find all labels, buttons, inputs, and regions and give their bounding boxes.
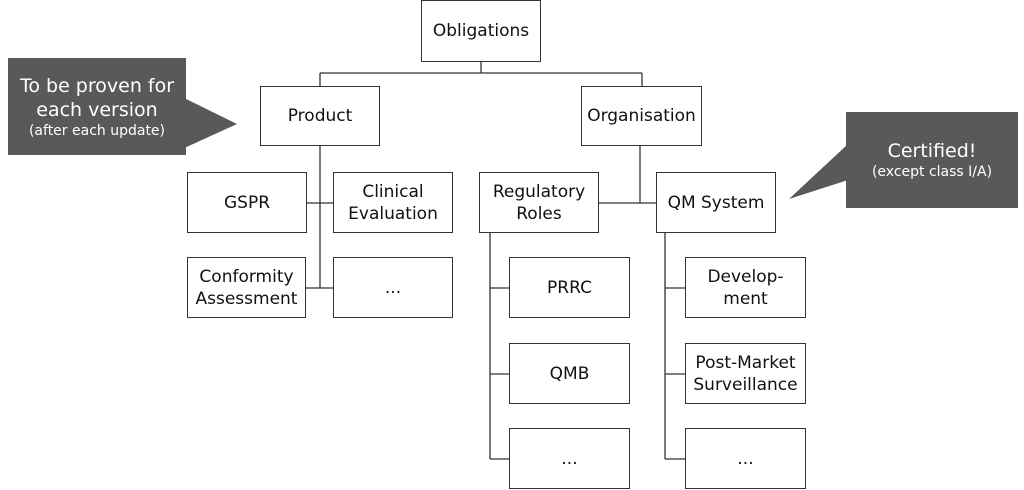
node-product: Product: [260, 86, 380, 146]
node-qm-system: QM System: [656, 172, 776, 233]
node-label-line-1: Clinical: [362, 181, 424, 202]
node-label: ...: [561, 448, 578, 469]
node-label-line-2: Roles: [516, 203, 562, 224]
node-clinical-evaluation: Clinical Evaluation: [333, 172, 453, 233]
product-callout-pointer: [180, 96, 237, 150]
node-development: Develop- ment: [685, 257, 806, 318]
product-callout-line-2: each version: [36, 98, 158, 121]
node-label-line-2: Evaluation: [348, 203, 438, 224]
qm-callout: Certified! (except class I/A): [846, 112, 1018, 208]
node-organisation: Organisation: [581, 86, 702, 146]
node-label: Product: [287, 106, 353, 126]
node-label: PRRC: [547, 277, 592, 298]
node-label-line-1: Regulatory: [492, 181, 586, 202]
node-qmb: QMB: [509, 343, 630, 404]
node-label: ...: [737, 448, 754, 469]
product-callout: To be proven for each version (after eac…: [8, 58, 186, 155]
node-gspr: GSPR: [187, 172, 307, 233]
product-callout-sub: (after each update): [28, 122, 166, 139]
node-obligations: Obligations: [421, 0, 541, 62]
node-prrc: PRRC: [509, 257, 630, 318]
node-label-line-1: Conformity: [199, 266, 294, 287]
node-label: ...: [384, 277, 402, 298]
qm-callout-title: Certified!: [887, 140, 977, 162]
node-label-line-1: Develop-: [707, 266, 784, 287]
node-product-more: ...: [333, 257, 453, 318]
node-label: QMB: [549, 363, 590, 384]
node-label: GSPR: [223, 192, 271, 213]
node-post-market-surveillance: Post-Market Surveillance: [685, 343, 806, 404]
product-callout-line-1: To be proven for: [19, 74, 175, 97]
node-label-line-2: Surveillance: [693, 374, 798, 395]
node-conformity-assessment: Conformity Assessment: [187, 257, 306, 318]
node-label-line-2: Assessment: [195, 288, 298, 309]
node-label: Organisation: [587, 106, 696, 126]
qm-callout-sub: (except class I/A): [871, 164, 993, 180]
node-regulatory-roles: Regulatory Roles: [479, 172, 599, 233]
node-roles-more: ...: [509, 428, 630, 489]
node-label-line-1: Post-Market: [695, 352, 796, 373]
node-label: Obligations: [432, 21, 530, 41]
node-label: QM System: [667, 192, 765, 213]
qm-callout-pointer: [789, 144, 848, 199]
node-qm-more: ...: [685, 428, 806, 489]
node-label-line-2: ment: [723, 288, 768, 309]
